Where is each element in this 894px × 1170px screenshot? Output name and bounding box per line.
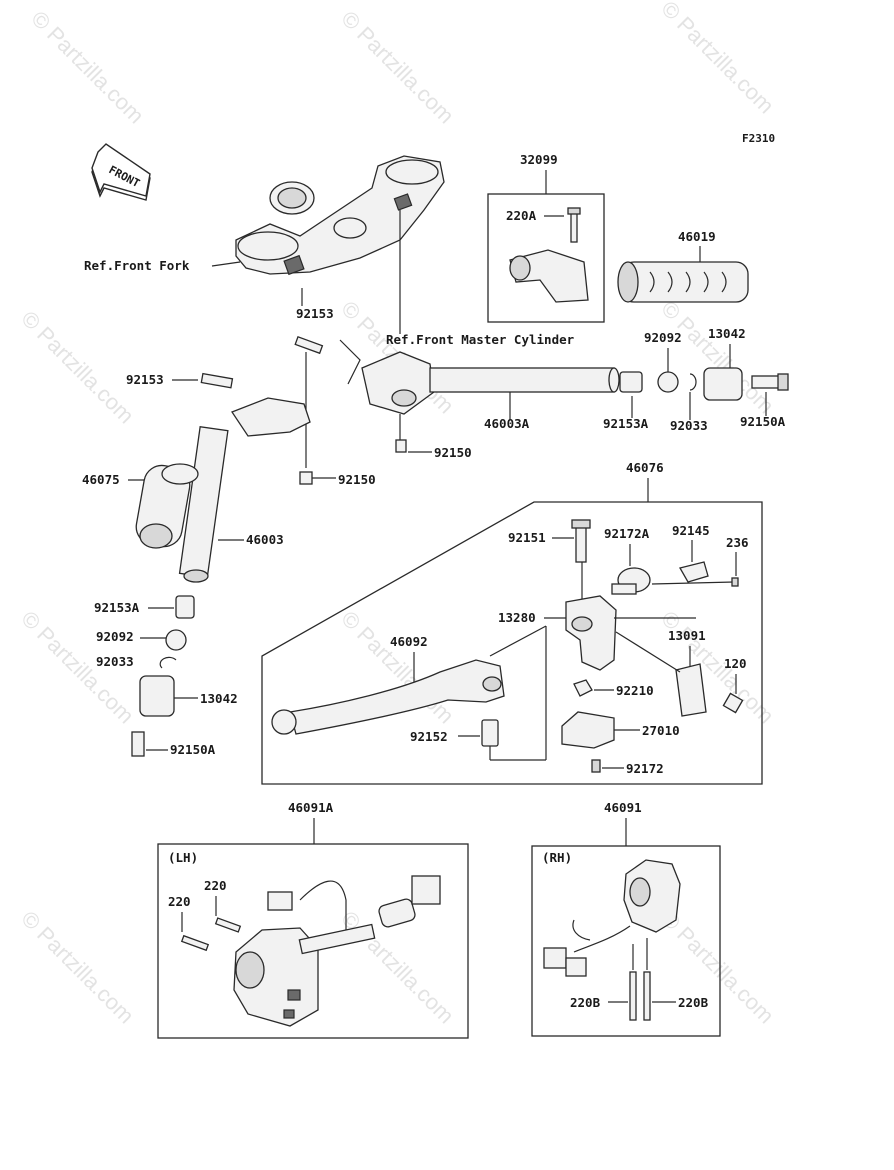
front-arrow-icon: FRONT [91, 143, 151, 201]
screw-icon [180, 934, 210, 952]
part-13042-low: 13042 [200, 691, 238, 706]
bolt-icon [571, 519, 591, 563]
part-92033-low: 92033 [96, 654, 134, 669]
part-92153-a: 92153 [296, 306, 334, 321]
spring-icon [679, 561, 709, 583]
part-236: 236 [726, 535, 749, 550]
handlebar-left [178, 397, 311, 583]
part-46075: 46075 [82, 472, 120, 487]
pin-icon [731, 577, 739, 587]
part-92172: 92172 [626, 761, 664, 776]
part-92151: 92151 [508, 530, 546, 545]
adjuster-icon [611, 567, 651, 595]
part-92150-low: 92150 [338, 472, 376, 487]
part-92150A-low: 92150A [170, 742, 216, 757]
part-13280: 13280 [498, 610, 536, 625]
part-220B-b: 220B [678, 995, 709, 1010]
part-92210: 92210 [616, 683, 654, 698]
part-92153A-low: 92153A [94, 600, 140, 615]
grip-icon [617, 261, 749, 303]
bar-end-weight-top [619, 367, 789, 401]
screw-icon [214, 917, 242, 933]
switch-icon [561, 711, 615, 749]
rh-switch-assembly [543, 859, 681, 977]
watermark: © Partzilla.com [656, 606, 779, 729]
part-92150A-top: 92150A [740, 414, 786, 429]
bolt-icon [175, 595, 195, 619]
watermark: © Partzilla.com [26, 6, 149, 129]
label-lh: (LH) [168, 850, 198, 865]
nut-icon [573, 679, 593, 697]
part-220-b: 220 [168, 894, 191, 909]
part-220B-a: 220B [570, 995, 601, 1010]
part-92145: 92145 [672, 523, 710, 538]
triple-clamp [235, 155, 445, 276]
washer-icon [165, 629, 187, 651]
part-46091: 46091 [604, 800, 642, 815]
part-92092-low: 92092 [96, 629, 134, 644]
brake-lever [271, 659, 505, 735]
screw-icon [591, 759, 601, 773]
label-rh: (RH) [542, 850, 572, 865]
bolt-icon [131, 731, 145, 757]
part-92092-top: 92092 [644, 330, 682, 345]
screw-icon [643, 971, 651, 1021]
lever-bracket [565, 595, 617, 671]
part-92172A: 92172A [604, 526, 650, 541]
part-220A: 220A [506, 208, 537, 223]
circlip-icon [159, 656, 177, 669]
clamp-icon [675, 663, 707, 717]
part-92153A-top: 92153A [603, 416, 649, 431]
part-13091: 13091 [668, 628, 706, 643]
lh-switch-assembly [233, 875, 441, 1027]
part-120: 120 [724, 656, 747, 671]
bolt-icon [200, 372, 234, 389]
watermark: © Partzilla.com [16, 306, 139, 429]
bar-end-weight [139, 675, 175, 717]
watermark: © Partzilla.com [656, 0, 779, 118]
watermark: © Partzilla.com [656, 906, 779, 1029]
part-92152: 92152 [410, 729, 448, 744]
part-92033-top: 92033 [670, 418, 708, 433]
bolt-icon [299, 471, 313, 485]
watermark: © Partzilla.com [16, 906, 139, 1029]
bolt-icon [567, 207, 581, 243]
part-46003: 46003 [246, 532, 284, 547]
bolt-icon [722, 692, 744, 714]
part-46076-box [261, 501, 763, 785]
part-13042-top: 13042 [708, 326, 746, 341]
diagram-code: F2310 [742, 132, 775, 145]
screw-icon [629, 971, 637, 1021]
grip-icon [135, 463, 199, 549]
part-46092: 46092 [390, 634, 428, 649]
bolt-icon [294, 335, 324, 355]
part-32099-box [487, 193, 605, 323]
part-46003A: 46003A [484, 416, 530, 431]
handlebar-right [339, 339, 620, 415]
part-46091A: 46091A [288, 800, 334, 815]
part-92150-mid: 92150 [434, 445, 472, 460]
part-46076: 46076 [626, 460, 664, 475]
part-46091-box [531, 845, 721, 1037]
pivot-collar [481, 719, 499, 747]
part-46019: 46019 [678, 229, 716, 244]
part-220-a: 220 [204, 878, 227, 893]
ref-front-fork: Ref.Front Fork [84, 258, 190, 273]
part-46091A-box [157, 843, 469, 1039]
part-92153-b: 92153 [126, 372, 164, 387]
part-32099: 32099 [520, 152, 558, 167]
ref-master-cylinder: Ref.Front Master Cylinder [386, 332, 575, 347]
part-27010: 27010 [642, 723, 680, 738]
bolt-icon [395, 439, 407, 453]
watermark: © Partzilla.com [336, 6, 459, 129]
